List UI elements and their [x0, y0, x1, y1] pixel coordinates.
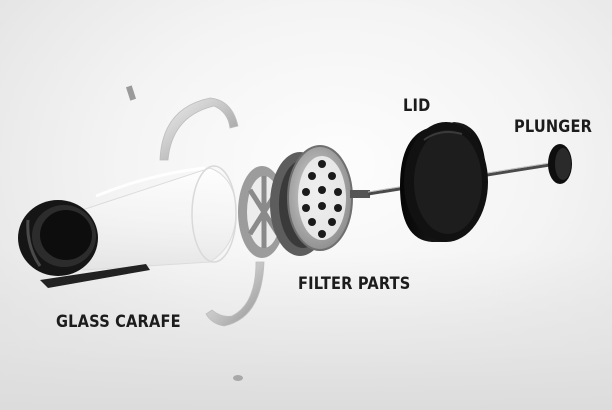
carafe-base-cavity	[40, 210, 92, 260]
lower-handle-band	[205, 261, 265, 327]
label-plunger: PLUNGER	[514, 117, 593, 137]
glass-carafe	[18, 165, 237, 288]
handle-screw-bottom	[233, 375, 243, 381]
label-lid: LID	[403, 96, 431, 116]
upper-handle-band	[159, 97, 239, 161]
lid-face-inner	[414, 130, 482, 234]
filter-mesh-center	[298, 156, 346, 240]
plunger-knob	[548, 144, 572, 184]
filter-mesh-holes	[302, 160, 342, 238]
plunger-knob-face	[555, 148, 571, 180]
label-filter-parts: FILTER PARTS	[298, 274, 411, 294]
handle-bands	[125, 85, 265, 381]
carafe-rim	[191, 165, 237, 263]
filter-parts	[238, 145, 370, 258]
carafe-foot	[40, 264, 150, 288]
carafe-base-ridges	[26, 219, 42, 267]
label-glass-carafe: GLASS CARAFE	[56, 312, 181, 332]
filter-rod-connector	[350, 190, 370, 198]
lid	[400, 122, 488, 242]
handle-screw-top	[125, 85, 137, 101]
lid-highlight	[423, 131, 463, 141]
carafe-glass-highlight	[95, 166, 206, 198]
